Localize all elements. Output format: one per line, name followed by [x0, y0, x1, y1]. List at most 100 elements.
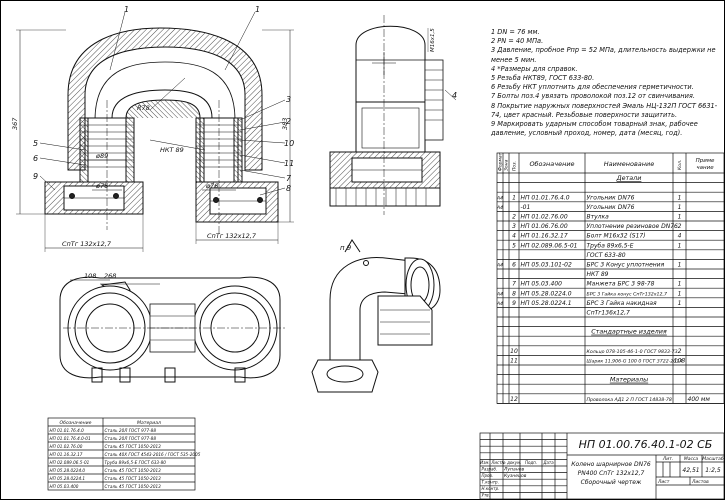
spec-qty: 1 [678, 194, 682, 201]
callout-3: 3 [286, 95, 291, 104]
spec-designation: НП 02.089.06.5-01 [521, 242, 578, 249]
spec-qty: 1 [678, 214, 682, 221]
view-label-p9: п 9 [340, 244, 352, 252]
materials-designation: НП 02.089.06.5-01 [50, 460, 90, 465]
spec-qty: 1 [678, 204, 682, 211]
materials-material: Сталь 40Х ГОСТ 4543-2016 / ГОСТ 535-2005 [105, 452, 201, 457]
materials-designation: НП 05.28.0224.0 [50, 468, 86, 473]
sheets-label: Листов [691, 479, 709, 485]
mass-label: Масса [684, 456, 699, 462]
materials-designation: НП 05.03.400 [50, 484, 79, 489]
spec-name: Уплотнение резиновое DN76 [587, 223, 679, 230]
callout-6: 6 [33, 154, 38, 163]
dim-thread-left: СпТг 132х12,7 [62, 240, 112, 248]
spec-designation: НП 01.01.76.4.0 [521, 194, 570, 201]
spec-name: БРС 3 Гайка конус СпТг132х12,7 [587, 291, 667, 297]
note-line: 7 Болты поз.4 увязать проволокой поз.12 … [491, 92, 695, 101]
sheet-label: Лист [657, 479, 670, 485]
iso-view [311, 239, 441, 393]
spec-format: А4 [496, 291, 503, 297]
materials-material: Сталь 45 ГОСТ 1050-2013 [105, 484, 162, 489]
note-line: 6 Резьбу НКТ уплотнить для обеспечения г… [491, 83, 694, 92]
dim-m16: M16х1,5 [430, 28, 436, 52]
spec-designation: -01 [521, 204, 531, 211]
materials-header: Материал [137, 420, 161, 426]
mass-value: 42,51 [682, 467, 699, 474]
spec-designation: НП 05.03.101-02 [521, 262, 572, 269]
spec-name: НКТ 89 [587, 271, 609, 278]
note-line: 2 PN = 40 МПа. [491, 37, 544, 46]
spec-qty: 1 [678, 242, 682, 249]
drawing-name: Сборочный чертеж [581, 479, 642, 486]
role-label: № докум. [501, 460, 522, 465]
role-label: Утв. [482, 493, 490, 498]
dim-r78: R78 [137, 104, 150, 112]
lit-label: Лит. [662, 456, 673, 462]
spec-format: А4 [496, 263, 503, 269]
callout-2: 2 [286, 117, 291, 126]
callout-7: 7 [286, 174, 292, 183]
materials-header: Обозначение [60, 420, 92, 426]
spec-name: Шарик 11,906-G 100 0 ГОСТ 3722-2014 [587, 359, 683, 365]
spec-qty: 1 [678, 281, 682, 288]
materials-designation: НП 01.02.76.00 [50, 444, 83, 449]
spec-note: 400 мм [688, 396, 711, 403]
dim-d89: ø89 [95, 152, 108, 160]
top-view-labels: 108 268 [84, 272, 116, 280]
materials-material: Сталь 45 ГОСТ 1050-2013 [105, 468, 162, 473]
callout-1b: 1 [255, 5, 260, 14]
spec-header: Кол. [677, 160, 683, 170]
dim-367: 367 [11, 117, 19, 130]
spec-pos: 9 [512, 300, 516, 307]
spec-qty: 4 [678, 233, 682, 240]
main-view-labels: 1 1 3 2 10 11 7 8 5 6 9 R78 НКТ 89 ø89 ø… [11, 5, 294, 248]
spec-pos: 6 [512, 262, 516, 269]
materials-material: Сталь 45 ГОСТ 1050-2013 [105, 476, 162, 481]
materials-designation: НП 01.01.76.4.0 [50, 428, 85, 433]
note-line: 3 Давление, пробное Pпр = 52 МПа, длител… [491, 46, 716, 64]
spec-designation: НП 05.28.0224.0 [521, 290, 572, 297]
spec-section-title: Материалы [610, 376, 648, 384]
spec-qty: 1 [678, 290, 682, 297]
dim-thread-right: СпТг 132х12,7 [207, 232, 257, 240]
spec-name: Манжета БРС 3 98-78 [587, 281, 655, 288]
spec-name: Кольцо 078-105-46-1-0 ГОСТ 9833-73 [587, 349, 678, 355]
scale-label: Масштаб [702, 456, 724, 462]
spec-name: СпТг136х12,7 [587, 310, 630, 317]
spec-name: БРС 3 Гайка накидная [587, 300, 658, 307]
role-label: Разраб. [482, 467, 498, 472]
callout-10: 10 [284, 139, 294, 148]
role-label: Изм. [480, 460, 489, 465]
spec-header: Наименование [604, 160, 655, 168]
spec-name: Проволока АД1 2 П ГОСТ 14838-78 [587, 397, 672, 403]
top-view [59, 276, 285, 383]
dim-nkt89: НКТ 89 [160, 146, 184, 154]
spec-format: А4 [496, 301, 503, 307]
note-line: 1 DN = 76 мм. [491, 28, 540, 36]
spec-pos: 10 [510, 348, 518, 355]
dim-108: 108 [84, 272, 96, 280]
dim-d76-right: ø76 [205, 182, 218, 190]
callout-8: 8 [286, 184, 291, 193]
developer-name: Лупанов [503, 467, 524, 473]
spec-pos: 7 [512, 281, 516, 288]
spec-name: ГОСТ 633-80 [587, 252, 626, 259]
callout-5: 5 [33, 139, 38, 148]
spec-name: Болт М16х32 (S17) [587, 233, 646, 240]
materials-designation: НП 05.28.0224.1 [50, 476, 86, 481]
spec-header: Формат [498, 152, 504, 171]
note-line: 4 *Размеры для справок. [491, 64, 578, 73]
materials-designation: НП 01.16.32.17 [50, 452, 83, 457]
callout-4: 4 [452, 91, 457, 100]
materials-material: Труба 89х6,5-Е ГОСТ 633-80 [105, 460, 167, 465]
spec-designation: НП 01.06.76.00 [521, 223, 568, 230]
dim-d76-left: ø76 [95, 182, 108, 190]
note-line: 9 Маркировать ударным способом товарный … [491, 120, 698, 138]
spec-designation: НП 05.03.400 [521, 281, 563, 288]
materials-designation: НП 01.01.76.4.0-01 [50, 436, 91, 441]
drawing-designation: НП 01.00.76.40.1-02 СБ [579, 438, 713, 451]
spec-qty: 108 [674, 358, 686, 365]
